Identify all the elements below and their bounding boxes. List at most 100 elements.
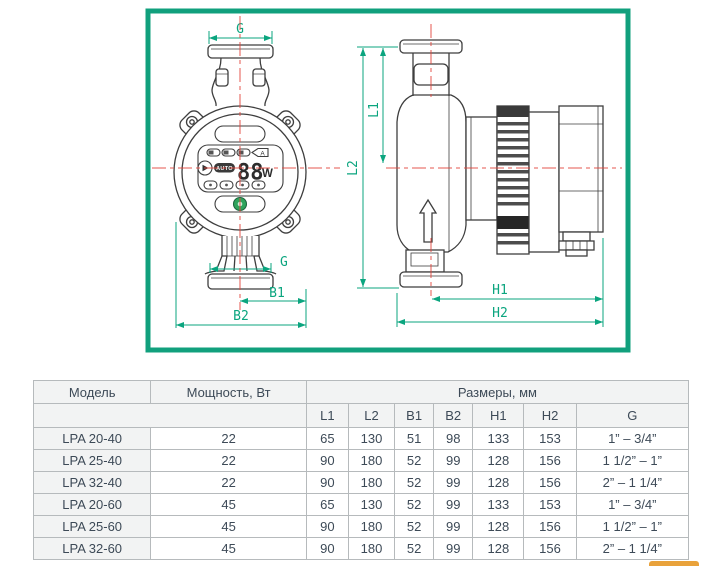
dim-cell-h1: 133: [472, 427, 525, 450]
dim-cell-b2: 99: [433, 515, 474, 538]
motor-housing: [528, 111, 560, 253]
dim-cell-b2: 98: [433, 427, 474, 450]
dim-cell-b1: 51: [394, 427, 435, 450]
auto-label: AUTO: [216, 166, 233, 172]
scroll-hint-bar: [649, 561, 699, 566]
flow-direction-arrow-icon: [418, 198, 438, 243]
dimension-lines: [175, 31, 604, 328]
dim-cell-h2: 153: [523, 493, 577, 516]
dim-label-g-bottom: G: [280, 255, 288, 270]
dim-cell-l2: 130: [347, 493, 396, 516]
dim-cell-g: 1” – 3/4”: [575, 493, 690, 516]
model-cell: LPA 20-40: [32, 427, 152, 450]
dim-cell-h1: 128: [472, 515, 525, 538]
dim-cell-l1: 65: [305, 427, 349, 450]
dim-cell-l1: 90: [305, 515, 349, 538]
terminal-box: [558, 105, 604, 257]
column-header-power: Мощность, Вт: [150, 380, 307, 404]
center-lines: [152, 16, 622, 310]
model-cell: LPA 20-60: [32, 493, 152, 516]
mode-a-label: A: [260, 151, 265, 158]
column-header-dim-h2: H2: [523, 403, 577, 428]
dim-cell-b1: 52: [394, 471, 435, 494]
dim-cell-b1: 52: [394, 515, 435, 538]
dim-cell-h2: 156: [523, 449, 577, 472]
column-header-model: Модель: [32, 380, 152, 404]
dim-cell-l2: 180: [347, 449, 396, 472]
power-cell: 22: [150, 471, 307, 494]
dim-label-b2: B2: [233, 309, 249, 324]
dim-cell-g: 1 1/2” – 1”: [575, 515, 690, 538]
dim-cell-b1: 52: [394, 449, 435, 472]
dim-cell-g: 1 1/2” – 1”: [575, 449, 690, 472]
pump-technical-drawing: A AUTO 88 W: [145, 8, 631, 353]
model-cell: LPA 25-40: [32, 449, 152, 472]
dim-label-b1: B1: [269, 286, 285, 301]
header-row-groups: Модель Мощность, Вт Размеры, мм: [32, 380, 690, 404]
dim-cell-b2: 99: [433, 471, 474, 494]
wattage-display: 88: [237, 161, 264, 186]
power-cell: 22: [150, 449, 307, 472]
column-header-dim-l2: L2: [347, 403, 396, 428]
dim-cell-b2: 99: [433, 449, 474, 472]
dim-cell-g: 2” – 1 1/4”: [575, 537, 690, 560]
dim-cell-h2: 156: [523, 471, 577, 494]
cable-gland: [562, 231, 591, 242]
dim-cell-h1: 128: [472, 537, 525, 560]
power-cell: 45: [150, 493, 307, 516]
dim-cell-l1: 90: [305, 537, 349, 560]
dim-cell-h1: 128: [472, 471, 525, 494]
model-cell: LPA 32-60: [32, 537, 152, 560]
column-header-dim-g: G: [575, 403, 690, 428]
column-header-dimensions: Размеры, мм: [305, 380, 690, 404]
dim-cell-g: 2” – 1 1/4”: [575, 471, 690, 494]
dim-label-h2: H2: [492, 306, 508, 321]
column-header-dim-l1: L1: [305, 403, 349, 428]
dim-cell-l2: 180: [347, 471, 396, 494]
dim-cell-h2: 156: [523, 515, 577, 538]
column-header-dim-b2: B2: [433, 403, 474, 428]
diagram-frame: [145, 8, 631, 353]
dim-cell-l2: 180: [347, 515, 396, 538]
motor-fins: [496, 105, 530, 255]
front-plug-right: [252, 68, 266, 87]
column-header-dim-h1: H1: [472, 403, 525, 428]
dim-cell-h1: 128: [472, 449, 525, 472]
power-cell: 45: [150, 515, 307, 538]
power-cell: 22: [150, 427, 307, 450]
dim-cell-h1: 133: [472, 493, 525, 516]
header-spacer-cell: [33, 403, 307, 428]
dim-cell-l1: 90: [305, 449, 349, 472]
dim-cell-b1: 52: [394, 493, 435, 516]
column-header-dim-b1: B1: [394, 403, 435, 428]
dim-cell-g: 1” – 3/4”: [575, 427, 690, 450]
dim-cell-l1: 65: [305, 493, 349, 516]
dim-cell-b2: 99: [433, 537, 474, 560]
dim-cell-l2: 130: [347, 427, 396, 450]
watt-unit-label: W: [262, 168, 273, 180]
dim-cell-l1: 90: [305, 471, 349, 494]
pump-side-view: [396, 39, 604, 288]
dim-label-l2: L2: [346, 160, 361, 176]
power-cell: 45: [150, 537, 307, 560]
auto-mode-indicator-icon: [251, 147, 269, 158]
model-cell: LPA 25-60: [32, 515, 152, 538]
front-plug-left: [215, 68, 229, 87]
dim-label-l1: L1: [367, 102, 382, 118]
dim-label-h1: H1: [492, 283, 508, 298]
dim-cell-l2: 180: [347, 537, 396, 560]
model-cell: LPA 32-40: [32, 471, 152, 494]
dim-cell-b2: 99: [433, 493, 474, 516]
dim-cell-h2: 153: [523, 427, 577, 450]
dim-cell-b1: 52: [394, 537, 435, 560]
dim-cell-h2: 156: [523, 537, 577, 560]
